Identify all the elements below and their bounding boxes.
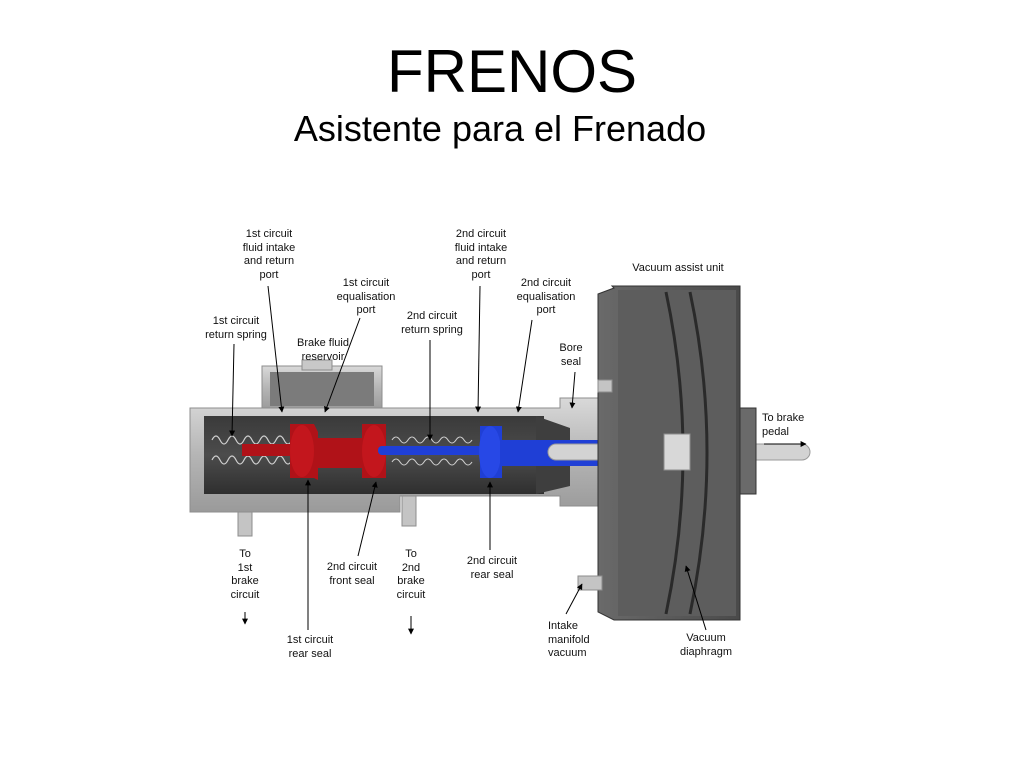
slide-title: FRENOS — [386, 38, 638, 105]
label-2nd-circuit-equalisation-port: 2nd circuit equalisation port — [516, 277, 576, 316]
slide-subtitle: Asistente para el Frenado — [293, 108, 707, 149]
intake-manifold-pipe — [577, 575, 603, 591]
label-brake-fluid-reservoir: Brake fluid reservoir — [297, 337, 349, 363]
label-to-brake-pedal: To brake pedal — [762, 412, 805, 438]
label-1st-circuit-return-spring: 1st circuit return spring — [205, 315, 267, 341]
label-vacuum-diaphragm: Vacuum diaphragm — [680, 632, 732, 658]
brake-fluid-reservoir — [261, 359, 383, 411]
label-2nd-circuit-return-spring: 2nd circuit return spring — [401, 310, 463, 336]
label-2nd-circuit-rear-seal: 2nd circuit rear seal — [466, 555, 518, 581]
outlet-pipe-2 — [401, 495, 417, 527]
label-1st-circuit-equalisation-port: 1st circuit equalisation port — [336, 277, 396, 316]
label-vacuum-assist-unit: Vacuum assist unit — [632, 262, 724, 274]
vacuum-assist-unit — [597, 285, 757, 621]
return-spring-1 — [211, 435, 293, 465]
booster-mount — [597, 379, 613, 393]
label-1st-circuit-rear-seal: 1st circuit rear seal — [286, 634, 334, 660]
outlet-pipe-1 — [237, 511, 253, 537]
label-to-2nd-brake-circuit: To 2nd brake circuit — [396, 548, 426, 601]
label-2nd-circuit-front-seal: 2nd circuit front seal — [326, 561, 378, 587]
primary-piston — [242, 424, 386, 480]
label-intake-manifold-vacuum: Intake manifold vacuum — [548, 620, 590, 659]
leader-lines — [229, 285, 807, 635]
label-to-1st-brake-circuit: To 1st brake circuit — [230, 548, 260, 601]
label-2nd-circuit-intake-port: 2nd circuit fluid intake and return port — [454, 228, 508, 281]
label-bore-seal: Bore seal — [559, 342, 583, 368]
label-1st-circuit-intake-port: 1st circuit fluid intake and return port — [242, 228, 296, 281]
